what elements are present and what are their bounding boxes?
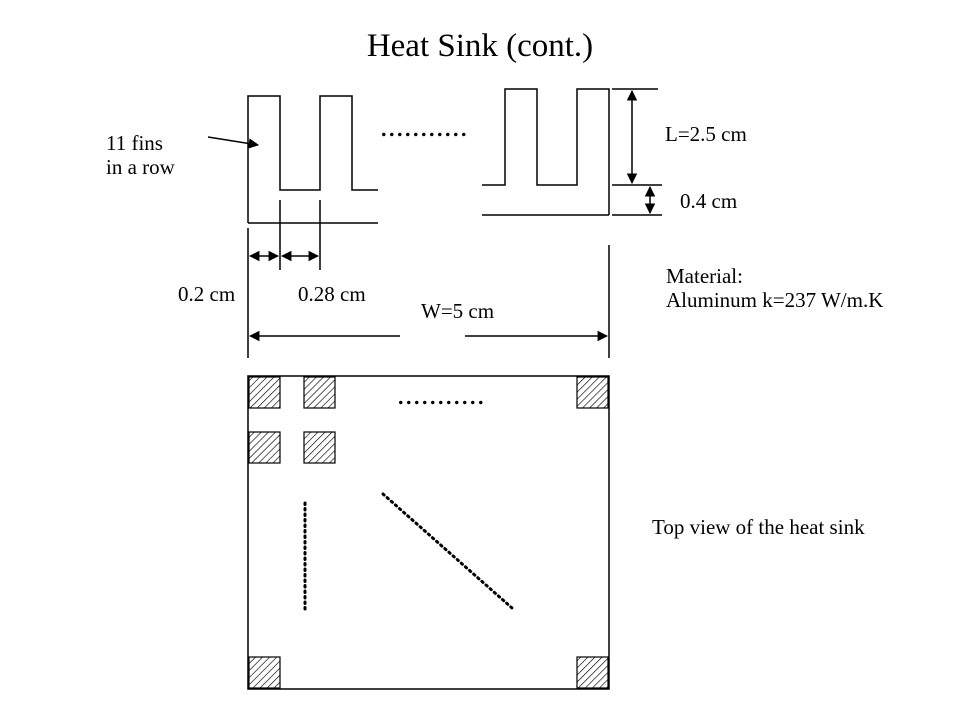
fins-leader-arrow	[207, 136, 260, 149]
top-view-fin	[576, 656, 609, 689]
top-view-fin	[576, 376, 609, 409]
material-heading: Material:	[666, 264, 743, 288]
fins-right-outline	[482, 88, 610, 215]
fins-count-label: 11 fins in a row	[106, 131, 175, 179]
width-label: W=5 cm	[421, 299, 495, 323]
fins-count-line: 11 fins	[106, 131, 163, 155]
top-view-fin	[248, 656, 281, 689]
top-view-outline	[247, 375, 610, 690]
top-view-fin	[248, 376, 281, 409]
top-view-ellipsis: ...........	[397, 378, 485, 411]
material-block: Material: Aluminum k=237 W/m.K	[666, 264, 883, 312]
page-title: Heat Sink (cont.)	[366, 28, 594, 64]
fin-length-label: L=2.5 cm	[665, 122, 747, 146]
top-view-fin	[303, 376, 336, 409]
fin-thickness-label: 0.2 cm	[178, 282, 236, 306]
fins-left-outline	[247, 95, 378, 223]
top-view-diagonal-dots	[381, 492, 514, 610]
material-value: Aluminum k=237 W/m.K	[666, 288, 884, 313]
side-view-ellipsis: ...........	[380, 110, 468, 143]
top-view-caption: Top view of the heat sink	[652, 515, 865, 539]
top-view-fin	[248, 431, 281, 464]
base-thickness-label: 0.4 cm	[680, 189, 738, 213]
fin-spacing-label: 0.28 cm	[298, 282, 366, 306]
top-view-fin	[303, 431, 336, 464]
fins-count-line: in a row	[106, 155, 175, 180]
